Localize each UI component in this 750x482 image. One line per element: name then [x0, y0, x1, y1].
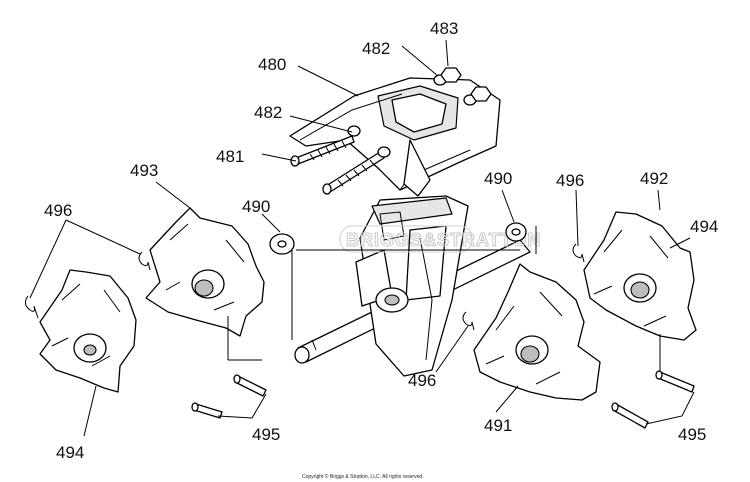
spacer-washer-left: [269, 233, 295, 255]
label-481: 481: [216, 147, 244, 166]
transmission-housing: [355, 195, 469, 377]
label-483: 483: [430, 19, 458, 38]
label-493: 493: [130, 161, 158, 180]
tine-494-left: [39, 269, 137, 393]
label-480: 480: [258, 55, 286, 74]
label-496-center: 496: [408, 371, 436, 390]
label-494-right: 494: [690, 217, 718, 236]
label-496-left: 496: [44, 201, 72, 220]
briggs-stratton-watermark: BRIGGS&STRATTON: [339, 225, 541, 253]
label-495-right: 495: [678, 425, 706, 444]
part-labels: 480 481 482 482 483 490 490 491 492 493 …: [44, 19, 718, 462]
label-495-left: 495: [252, 425, 280, 444]
label-496-right: 496: [556, 171, 584, 190]
label-482-left: 482: [254, 103, 282, 122]
tine-493: [145, 207, 265, 337]
clevis-pins: [191, 370, 695, 429]
tine-492: [583, 211, 697, 341]
label-492: 492: [640, 169, 668, 188]
extension-lines: [227, 226, 661, 372]
label-482-right: 482: [362, 39, 390, 58]
label-490-left: 490: [242, 197, 270, 216]
hairpin-clips: [24, 243, 585, 331]
copyright-notice: Copyright © Briggs & Stratton, LLC. All …: [302, 473, 424, 480]
label-494-left: 494: [56, 443, 84, 462]
shield-nuts: [440, 67, 492, 102]
tine-shield: [289, 77, 501, 197]
spacer-washer-right: [505, 222, 527, 242]
label-490-right: 490: [484, 169, 512, 188]
label-491: 491: [484, 416, 512, 435]
watermark-text: BRIGGS&STRATTON: [346, 230, 541, 250]
leader-lines: [29, 39, 695, 437]
tine-491: [473, 263, 601, 401]
shield-bolt-lower: [322, 151, 385, 195]
